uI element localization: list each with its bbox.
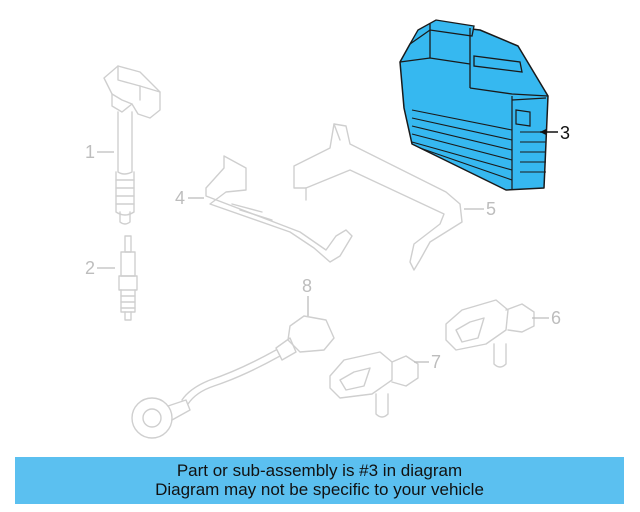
callout-2: 2 [85,258,95,278]
parts-diagram: 1 2 3 4 5 6 7 8 [85,19,570,439]
mounting-bracket-part[interactable] [205,155,353,263]
callout-6: 6 [551,308,561,328]
callout-3: 3 [560,123,570,143]
sensor-part-7[interactable] [329,351,419,418]
callout-1: 1 [85,142,95,162]
support-bracket-part[interactable] [293,123,463,271]
knock-sensor-part[interactable] [131,315,335,439]
callout-8: 8 [302,276,312,296]
info-banner: Part or sub-assembly is #3 in diagram Di… [15,457,624,504]
callout-5: 5 [486,199,496,219]
banner-line-1: Part or sub-assembly is #3 in diagram [176,461,463,480]
callout-4: 4 [175,188,185,208]
spark-plug-part[interactable] [118,235,138,321]
ignition-coil-part[interactable] [103,65,161,225]
sensor-part-6[interactable] [445,299,535,368]
callout-7: 7 [431,352,441,372]
callout-leaders [97,129,558,363]
banner-line-2: Diagram may not be specific to your vehi… [155,480,484,499]
engine-control-module-part[interactable] [399,19,549,191]
